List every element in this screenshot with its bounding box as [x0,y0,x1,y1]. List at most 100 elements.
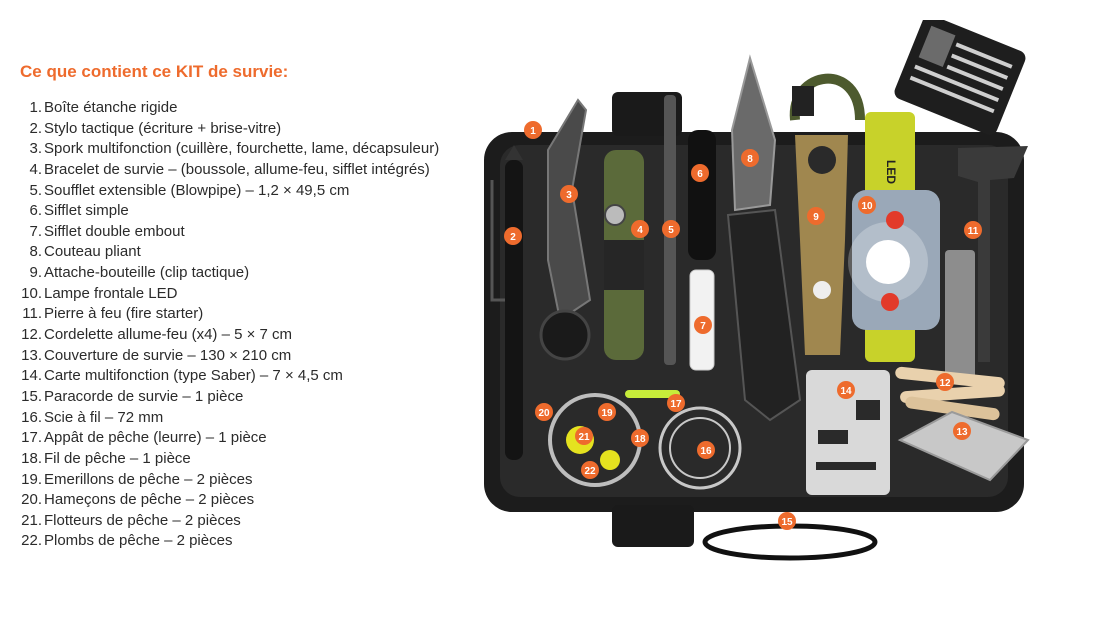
item-number: 3. [29,140,42,158]
item-number: 10. [21,284,42,302]
item-label: Paracorde de survie – 1 pièce [44,387,244,405]
svg-text:8: 8 [747,154,753,165]
item-number: 6. [29,202,42,220]
kit-contents-list: 1.Boîte étanche rigide 2.Stylo tactique … [20,98,450,552]
emergency-blanket [897,410,1030,482]
list-item: 3.Spork multifonction (cuillère, fourche… [20,139,450,160]
svg-text:22: 22 [584,466,596,477]
badge-8: 8 [741,149,759,167]
item-label: Fil de pêche – 1 pièce [44,449,191,467]
list-item: 5.Soufflet extensible (Blowpipe) – 1,2 ×… [20,181,450,202]
item-label: Sifflet simple [44,202,129,220]
svg-text:15: 15 [781,517,793,528]
svg-text:14: 14 [840,386,852,397]
svg-text:20: 20 [538,408,550,419]
item-number: 16. [21,408,42,426]
svg-text:19: 19 [601,408,613,419]
item-number: 9. [29,264,42,282]
item-number: 12. [21,326,42,344]
list-item: 9.Attache-bouteille (clip tactique) [20,263,450,284]
list-item: 11.Pierre à feu (fire starter) [20,304,450,325]
survival-kit-photo: LED 1 2 3 4 5 [484,20,1030,561]
svg-text:21: 21 [578,432,590,443]
list-item: 20.Hameçons de pêche – 2 pièces [20,490,450,511]
svg-text:13: 13 [956,427,968,438]
badge-20: 20 [535,403,553,421]
svg-text:5: 5 [668,225,674,236]
list-item: 8.Couteau pliant [20,242,450,263]
svg-text:2: 2 [510,232,516,243]
item-number: 14. [21,367,42,385]
item-label: Carte multifonction (type Saber) – 7 × 4… [44,367,343,385]
svg-text:4: 4 [637,225,643,236]
item-label: Attache-bouteille (clip tactique) [44,264,250,282]
item-number: 2. [29,119,42,137]
item-number: 20. [21,491,42,509]
list-item: 14.Carte multifonction (type Saber) – 7 … [20,366,450,387]
item-number: 11. [22,305,42,323]
badge-19: 19 [598,403,616,421]
list-item: 10.Lampe frontale LED [20,284,450,305]
badge-16: 16 [697,441,715,459]
item-number: 19. [21,470,42,488]
item-label: Soufflet extensible (Blowpipe) – 1,2 × 4… [44,181,350,199]
badge-17: 17 [667,394,685,412]
cord-lock [792,86,814,116]
item-label: Flotteurs de pêche – 2 pièces [44,511,241,529]
item-label: Scie à fil – 72 mm [44,408,164,426]
badge-5: 5 [662,220,680,238]
svg-text:16: 16 [700,446,712,457]
svg-text:12: 12 [939,378,951,389]
bottle-clip [795,135,848,355]
headlamp: LED [848,112,940,362]
badge-6: 6 [691,164,709,182]
item-label: Pierre à feu (fire starter) [44,305,204,323]
list-item: 19.Emerillons de pêche – 2 pièces [20,470,450,491]
item-number: 4. [29,160,42,178]
svg-text:10: 10 [861,201,873,212]
item-label: Stylo tactique (écriture + brise-vitre) [44,119,282,137]
item-label: Hameçons de pêche – 2 pièces [44,491,255,509]
svg-text:9: 9 [813,212,819,223]
item-label: Spork multifonction (cuillère, fourchett… [44,140,440,158]
case-latch [612,505,694,547]
kit-heading: Ce que contient ce KIT de survie: [20,62,289,81]
number-badges: 1 2 3 4 5 6 7 8 9 10 11 12 13 14 15 16 1… [504,121,982,530]
list-item: 6.Sifflet simple [20,201,450,222]
badge-15: 15 [778,512,796,530]
list-item: 7.Sifflet double embout [20,222,450,243]
item-label: Couverture de survie – 130 × 210 cm [44,346,292,364]
list-item: 16.Scie à fil – 72 mm [20,408,450,429]
badge-12: 12 [936,373,954,391]
list-item: 18.Fil de pêche – 1 pièce [20,449,450,470]
survival-bracelet [604,150,644,360]
badge-3: 3 [560,185,578,203]
item-label: Cordelette allume-feu (x4) – 5 × 7 cm [44,326,293,344]
item-number: 1. [29,99,42,116]
svg-text:18: 18 [634,434,646,445]
list-item: 12.Cordelette allume-feu (x4) – 5 × 7 cm [20,325,450,346]
list-item: 15.Paracorde de survie – 1 pièce [20,387,450,408]
item-number: 8. [29,243,42,261]
item-label: Couteau pliant [44,243,141,261]
item-label: Sifflet double embout [44,222,185,240]
badge-10: 10 [858,196,876,214]
item-label: Lampe frontale LED [44,284,178,302]
fire-starter [945,146,1028,380]
list-item: 4.Bracelet de survie – (boussole, allume… [20,160,450,181]
list-item: 21.Flotteurs de pêche – 2 pièces [20,511,450,532]
item-number: 21. [21,511,42,529]
list-item: 2.Stylo tactique (écriture + brise-vitre… [20,119,450,140]
svg-text:7: 7 [700,321,706,332]
badge-14: 14 [837,381,855,399]
item-label: Appât de pêche (leurre) – 1 pièce [44,429,267,447]
folding-knife [726,54,802,422]
item-number: 5. [29,181,42,199]
badge-11: 11 [964,221,982,239]
svg-text:1: 1 [530,126,536,137]
svg-text:17: 17 [670,399,682,410]
list-item: 1.Boîte étanche rigide [20,98,450,119]
item-label: Bracelet de survie – (boussole, allume-f… [44,160,430,178]
paracord-bottom [702,523,878,561]
svg-text:11: 11 [968,226,979,237]
